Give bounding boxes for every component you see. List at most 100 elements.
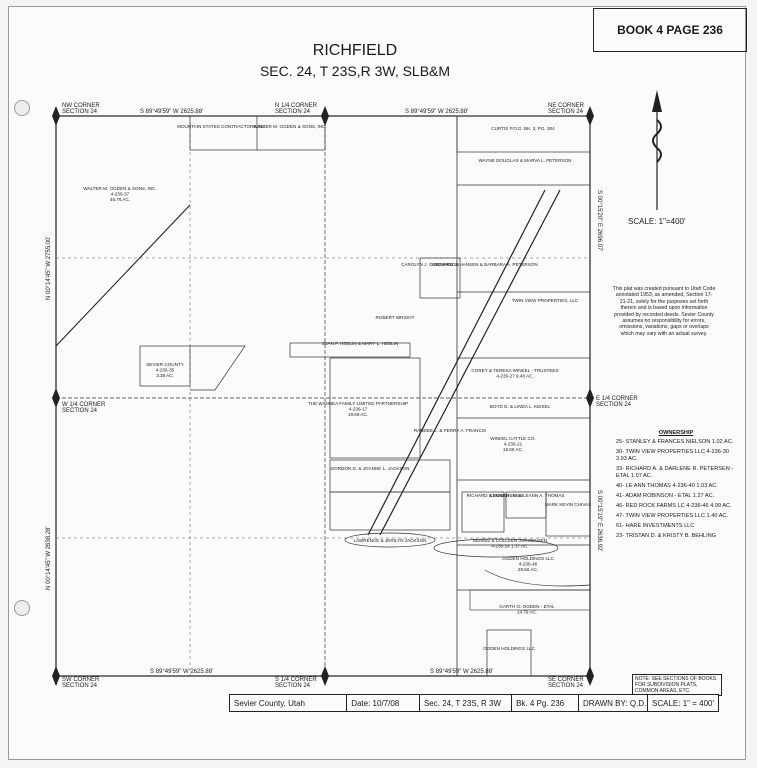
map-title: RICHFIELD: [312, 42, 398, 59]
corner-marker: [52, 106, 60, 126]
bearing-label: N 00°14'45" W 2638.28': [46, 526, 52, 590]
parcel-label: CURTIS P.O.D. BK. 3, PG. 304: [491, 126, 555, 131]
parcel-outline: [461, 491, 505, 533]
parcel-outline: [329, 459, 451, 493]
parcel-outline: [190, 345, 246, 391]
diagonal-road: [55, 204, 191, 347]
bearing-label: S 89°49'59" W 2625.88': [140, 109, 203, 115]
ownership-item: 61- HARE INVESTMENTS LLC: [616, 523, 695, 529]
ownership-item: 25- STANLEY & FRANCES NIELSON 1.02 AC.: [616, 439, 734, 445]
parcel-label: ROBERT WRIGHT: [376, 315, 415, 320]
parcel-outline: [456, 115, 591, 153]
corner-marker: [586, 388, 594, 408]
title-block: Sevier County, Utah Date: 10/7/08 Sec. 2…: [229, 694, 719, 712]
parcel-outline: [329, 357, 421, 459]
title-block-drawn-by: DRAWN BY: Q.D.: [579, 695, 649, 711]
corner-marker: [586, 666, 594, 686]
corner-marker: [321, 106, 329, 126]
parcel-label: WALTER M. OGDEN & SONS, INC.: [253, 124, 327, 129]
parcel-outline: [189, 115, 326, 151]
corner-marker: [586, 106, 594, 126]
bearing-label: S 89°49'59" W 2625.88': [405, 109, 468, 115]
ownership-item: 47- TWIN VIEW PROPERTIES LLC 1.40 AC.: [616, 513, 729, 519]
title-block-scale: SCALE: 1" = 400': [652, 698, 714, 708]
ownership-item: 40- LE ANN THOMAS 4-236-40 1.03 AC.: [616, 483, 718, 489]
parcel-label: GORDON D. & JOANNE L. JACKSON: [331, 466, 410, 471]
parcel-outline: [419, 257, 461, 299]
title-block-date: Date: 10/7/08: [347, 695, 420, 711]
disclaimer-text: This plat was created pursuant to Utah C…: [612, 286, 716, 337]
parcel-label: CAROLYN J. GUNDERSON: [401, 262, 459, 267]
parcel-label: TWIN VIEW PROPERTIES, LLC: [512, 298, 579, 303]
plat-sheet: [8, 6, 746, 760]
bearing-label: S 00°15'19" E 2636.92': [596, 490, 602, 552]
ownership-item: 23- TRISTAN D. & KRISTY B. BEHLING: [616, 533, 717, 539]
parcel-outline: [545, 491, 591, 537]
book-page-label: BOOK 4 PAGE 236: [617, 23, 723, 37]
north-arrow-icon: [652, 90, 662, 210]
parcel-circle: [433, 538, 559, 558]
parcel-outline: [486, 629, 532, 677]
title-block-section: Sec. 24, T 23S, R 3W: [420, 695, 513, 711]
bearing-label: S 00°15'20" E 2696.07': [596, 190, 602, 252]
parcel-label: RICHARD & SUSAN JANIS: [467, 493, 524, 498]
book-page-box: BOOK 4 PAGE 236: [593, 8, 747, 52]
parcel-label: MARK KEVIN CHIVAS: [545, 502, 591, 507]
ownership-item: 46- RED ROCK FARMS LC 4-236-46 4.99 AC.: [616, 503, 732, 509]
parcel-label: LAWRENCE & JERILYN JACKSON: [353, 538, 426, 543]
parcel-outline: [329, 491, 451, 531]
corner-marker: [321, 666, 329, 686]
parcel-label: KENNETH D. & LEANN A. THOMAS: [490, 493, 565, 498]
title-block-county: Sevier County, Utah: [230, 695, 348, 711]
section-boundary: [55, 115, 591, 677]
parcel-label: RICHARD J. HANSEN & BARBARA A. PETERSON: [432, 262, 537, 267]
bearing-label: N 00°14'45" W 2755.00': [46, 236, 52, 300]
parcel-label: BOYD D. & LINDA L. KEISEL: [490, 404, 551, 409]
parcel-label: JOAN F. HEBLIN & MARY L. HEBLIN: [322, 341, 399, 346]
parcel-outline: [139, 345, 191, 387]
map-subtitle: SEC. 24, T 23S,R 3W, SLB&M: [259, 63, 451, 79]
ownership-heading: OWNERSHIP: [658, 430, 694, 436]
parcel-label: MOUNTAIN STATES CONTRACTORS INC.: [177, 124, 267, 129]
binder-hole: [14, 600, 30, 616]
note-box: NOTE: SEE SECTIONS OF BOOKS FOR SUBDIVIS…: [632, 674, 722, 696]
parcel-label: WAYNE DOUGLAS & MARVA L. PETERSON: [478, 158, 571, 163]
parcel-outline: [469, 589, 591, 611]
parcel-outline: [289, 342, 411, 358]
highway-line: [367, 189, 546, 536]
ownership-item: 41- ADAM ROBINSON - ETAL 1.27 AC.: [616, 493, 715, 499]
bearing-label: S 89°49'59" W 2625.88': [150, 669, 213, 675]
bearing-label: S 89°49'59" W 2625.88': [430, 669, 493, 675]
binder-hole: [14, 100, 30, 116]
ownership-item: 33- RICHARD A. & DARLENE R. PETERSEN - E…: [616, 466, 734, 479]
ownership-item: 30- TWIN VIEW PROPERTIES LLC 4-236-30 3.…: [616, 449, 729, 462]
corner-marker: [52, 388, 60, 408]
scale-label: SCALE: 1"=400': [628, 217, 686, 226]
highway-line: [379, 189, 561, 536]
parcel-circle: [344, 532, 436, 548]
parcel-label: RANDEE L. & PERRY A. FRANCIS: [414, 428, 486, 433]
ownership-list: OWNERSHIP 25- STANLEY & FRANCES NIELSON …: [616, 430, 736, 543]
corner-marker: [52, 666, 60, 686]
title-block-book: Bk. 4 Pg. 236: [512, 695, 580, 711]
parcel-outline: [484, 569, 591, 587]
parcel-label: OGDEN HOLDINGS LLC: [483, 646, 536, 651]
